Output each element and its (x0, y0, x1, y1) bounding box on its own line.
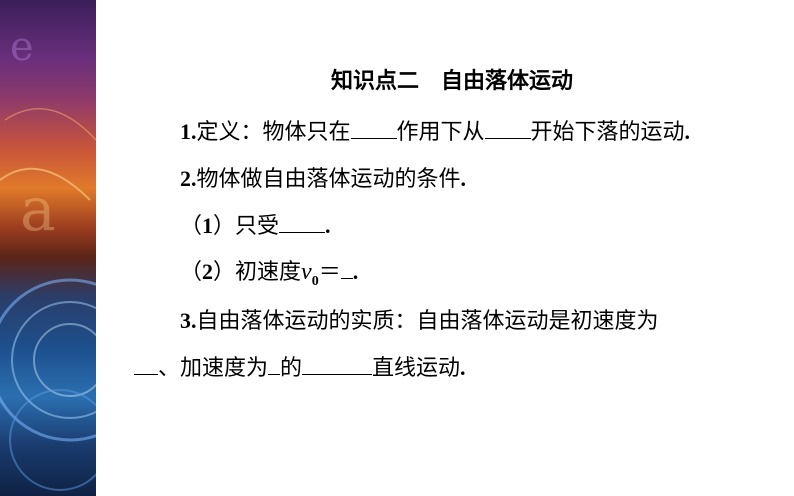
blank-initial-velocity (340, 260, 353, 279)
item-essence: 3.自由落体运动的实质：自由落体运动是初速度为 (180, 308, 659, 334)
svg-text:a: a (20, 175, 56, 245)
item-conditions: 2.物体做自由落体运动的条件. (180, 166, 467, 192)
item-definition: 1.定义：物体只在作用下从开始下落的运动. (180, 119, 691, 145)
blank-acceleration (268, 356, 281, 375)
item-essence-continued: 、加速度为的直线运动. (134, 356, 466, 380)
blank-motion-type (302, 356, 373, 375)
initial-velocity-symbol: v0 (301, 259, 319, 289)
slide-content: 知识点二 自由落体运动 1.定义：物体只在作用下从开始下落的运动. 2.物体做自… (96, 0, 794, 496)
decorative-side-image: a e (0, 0, 96, 496)
condition-1: （1）只受. (180, 213, 331, 239)
svg-text:e: e (10, 24, 34, 70)
blank-force (350, 120, 397, 139)
blank-state (484, 120, 531, 139)
condition-2: （2）初速度v0＝. (180, 259, 359, 289)
blank-initial-speed (134, 356, 158, 375)
section-title: 知识点二 自由落体运动 (331, 68, 574, 94)
blank-only-force (279, 214, 326, 233)
